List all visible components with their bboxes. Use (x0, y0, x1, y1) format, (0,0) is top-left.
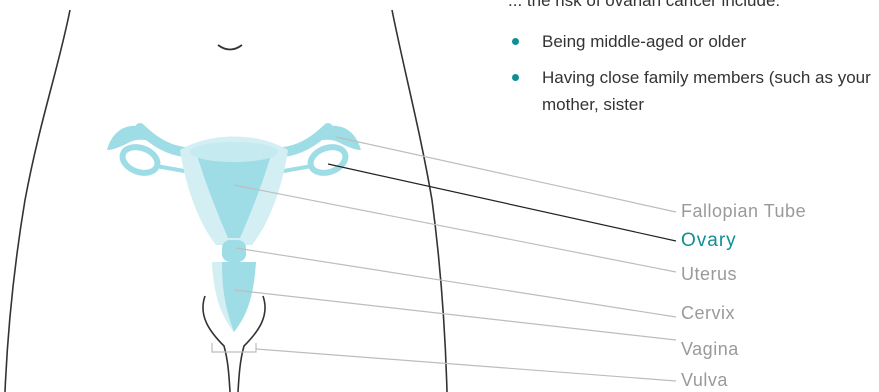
left-ovary (119, 143, 161, 178)
cervix (222, 240, 246, 262)
leader-ovary (328, 164, 676, 241)
risk-item-family: Having close family members (such as you… (512, 64, 879, 118)
reproductive-organs (107, 126, 361, 332)
body-right-outline (392, 10, 447, 392)
vulva-bracket (212, 343, 256, 352)
leader-vagina (234, 290, 676, 340)
risk-item-label: Having close family members (such as you… (542, 68, 871, 114)
leader-vulva (256, 349, 676, 381)
leader-cervix (236, 248, 676, 317)
body-left-outline (5, 10, 70, 392)
risk-item-age: Being middle-aged or older (512, 28, 879, 55)
risk-item-label: Being middle-aged or older (542, 32, 746, 51)
risk-factor-list: Being middle-aged or older Having close … (512, 28, 879, 127)
navel (218, 45, 242, 50)
uterus-fundus (190, 142, 278, 162)
label-uterus: Uterus (681, 264, 737, 285)
leader-fallopian-tube (336, 137, 676, 212)
intro-text-partial: ... the risk of ovarian cancer include: (508, 0, 780, 11)
label-vulva: Vulva (681, 370, 728, 391)
leader-uterus (234, 185, 676, 272)
bullet-dot-icon (512, 74, 519, 81)
right-ovary (307, 143, 349, 178)
label-ovary: Ovary (681, 230, 737, 252)
label-cervix: Cervix (681, 303, 735, 324)
bullet-dot-icon (512, 38, 519, 45)
label-vagina: Vagina (681, 339, 739, 360)
label-fallopian-tube: Fallopian Tube (681, 201, 806, 222)
